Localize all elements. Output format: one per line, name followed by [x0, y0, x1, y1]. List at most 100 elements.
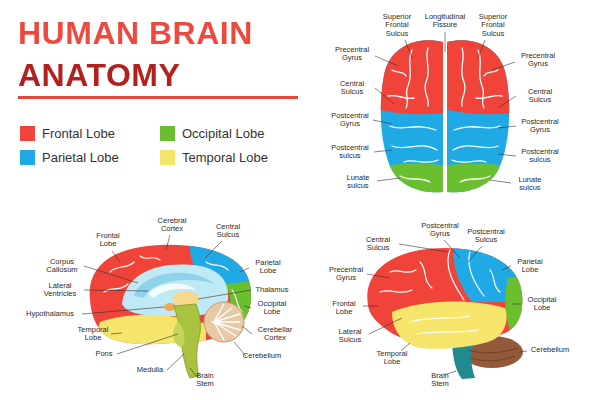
brain-top-view-part-part: [392, 146, 437, 150]
leader-lines-part: [82, 307, 164, 314]
part-label: Precentral Gyrus: [516, 52, 560, 69]
brain-top-view-part-part: [440, 30, 520, 200]
part-label: Central Sulcus: [208, 223, 248, 240]
leader-lines-part: [369, 318, 402, 334]
leader-lines-part: [374, 150, 392, 152]
leader-lines-part: [244, 306, 251, 308]
leader-lines-part: [205, 241, 222, 258]
part-label: Precentral Gyrus: [330, 46, 374, 63]
part-label: Postcentral sulcus: [517, 148, 563, 165]
brain-lateral-view-part: [380, 250, 500, 334]
leader-lines-part: [240, 268, 249, 272]
brain-top-view-part-part: [478, 50, 484, 108]
brain-sagittal-view-part: [174, 304, 200, 378]
legend-swatch: [20, 126, 35, 141]
leader-lines-part: [520, 351, 527, 352]
part-label: Central Sulcus: [330, 80, 374, 97]
part-label: Superior Frontal Sulcus: [470, 13, 516, 38]
part-label: Lunate sulcus: [340, 174, 376, 191]
brain-lateral-view-part-part: [470, 356, 514, 361]
brain-top-view-part-part: [444, 40, 446, 193]
brain-top-view-part-part: [460, 176, 490, 182]
brain-sagittal-view-part-part-part: [140, 256, 160, 260]
part-label: Cerebellar Cortex: [253, 326, 297, 343]
brain-lateral-view-part-part: [390, 270, 416, 272]
brain-lateral-view-part-part: [420, 262, 432, 288]
part-label: Occipital Lobe: [252, 300, 292, 317]
brain-lateral-view-part-part: [416, 330, 478, 334]
brain-top-view-part: [440, 30, 520, 200]
leader-lines-part: [399, 244, 448, 252]
brain-top-view-part-part: [452, 160, 486, 162]
brain-lateral-view-part-part: [490, 270, 500, 292]
brain-lateral-view-part-part: [468, 348, 518, 353]
brain-sagittal-view-part-part: [214, 314, 240, 322]
brain-sagittal-view-part: [134, 273, 214, 298]
brain-top-view-part-part: [388, 96, 414, 99]
brain-top-view-part-part: [484, 70, 498, 76]
part-label: Postcentral Sulcus: [463, 228, 509, 245]
brain-top-view-part-part: [425, 48, 428, 106]
legend-text: Parietal Lobe: [42, 149, 119, 166]
leader-lines-part: [112, 251, 120, 262]
part-label: Hypothalamus: [21, 310, 79, 318]
brain-top-view-part-part: [440, 30, 520, 114]
leader-lines-part: [377, 178, 400, 181]
part-label: Postcentral Gyrus: [327, 112, 373, 129]
legend-text: Frontal Lobe: [42, 125, 115, 142]
brain-top-view-part: [370, 30, 450, 200]
part-label: Temporal Lobe: [75, 326, 111, 343]
leader-lines-part: [498, 96, 516, 108]
part-label: Postcentral Gyrus: [417, 222, 463, 239]
legend-text: Temporal Lobe: [182, 149, 268, 166]
brain-top-view-part-part: [453, 146, 498, 150]
legend-swatch: [20, 150, 35, 165]
part-label: Lateral Ventricles: [37, 282, 83, 299]
leader-lines-part: [468, 246, 482, 262]
brain-lateral-view-part-part: [410, 316, 470, 322]
title-underline: [18, 96, 298, 99]
brain-sagittal-view-part-part: [214, 322, 240, 330]
brain-top-view-part-part: [392, 70, 406, 76]
leader-lines-part: [445, 32, 446, 52]
brain-top-view-part-part: [370, 163, 450, 200]
part-label: Lateral Sulcus: [332, 328, 368, 345]
part-label: Central Sulcus: [358, 236, 398, 253]
leader-lines-part: [117, 334, 178, 354]
part-label: Lunate sulcus: [512, 176, 548, 193]
leader-lines-part: [84, 290, 148, 291]
part-label: Corpus Callosum: [40, 258, 84, 275]
part-label: Brain Stem: [425, 372, 455, 389]
brain-sagittal-view-part: [212, 304, 240, 340]
part-label: Parietal Lobe: [250, 259, 286, 276]
part-label: Thalamus: [252, 286, 292, 294]
part-label: Cerebellum: [240, 352, 284, 360]
legend-swatch: [160, 150, 175, 165]
leader-lines-part: [444, 240, 460, 258]
part-label: Central Sulcus: [518, 88, 562, 105]
leader-lines-part: [198, 290, 251, 299]
brain-sagittal-view-part: [204, 302, 244, 342]
part-label: Parietal Lobe: [512, 258, 548, 275]
leader-lines-part: [167, 354, 184, 370]
part-label: Cerebellum: [528, 346, 572, 354]
part-label: Frontal Lobe: [326, 300, 362, 317]
part-label: Cerebral Cortex: [152, 217, 192, 234]
leader-lines-part: [166, 235, 170, 250]
brain-lateral-view: [360, 240, 540, 379]
legend-swatch: [160, 126, 175, 141]
brain-sagittal-view: [80, 238, 262, 378]
leader-lines-part: [405, 40, 412, 58]
part-label: Temporal Lobe: [374, 350, 410, 367]
leader-lines-part: [190, 368, 196, 376]
brain-top-view-part-part: [462, 48, 465, 106]
leader-lines-part: [242, 326, 252, 334]
part-label: Longitudinal Fissure: [420, 13, 470, 30]
brain-top-view-part-part: [390, 126, 436, 130]
brain-top-view-part-part: [454, 126, 500, 130]
brain-top-view-part: [388, 40, 502, 193]
leader-lines-part: [367, 274, 390, 278]
brain-lateral-view-part-part: [380, 290, 412, 292]
part-label: Pons: [92, 350, 116, 358]
